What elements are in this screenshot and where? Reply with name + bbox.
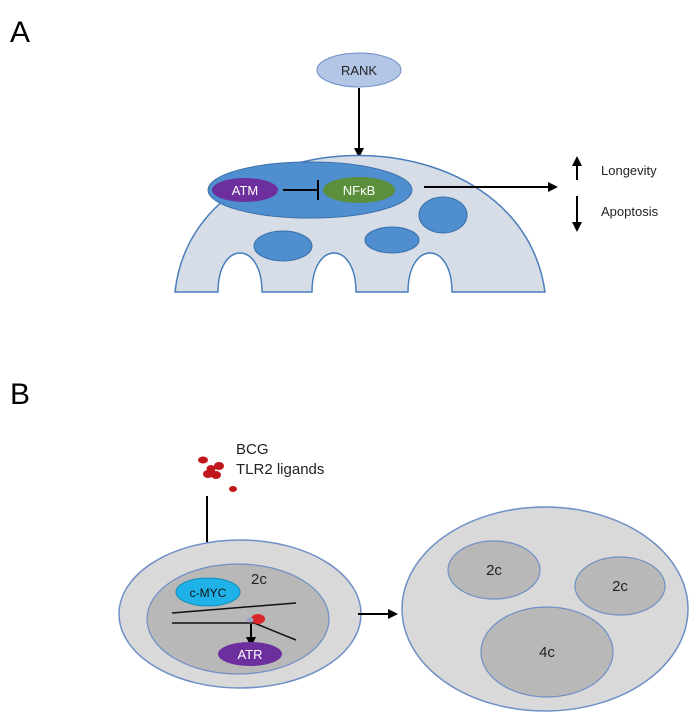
nucleus-small-middle bbox=[364, 226, 420, 254]
daughter-2c-right-label: 2c bbox=[612, 578, 628, 595]
bcg-particle bbox=[211, 471, 221, 479]
bcg-particles bbox=[198, 456, 237, 492]
replication-stress-site bbox=[251, 614, 265, 624]
atr-label: ATR bbox=[237, 647, 262, 662]
dna-fork-branch bbox=[253, 622, 297, 641]
nucleus-small-left bbox=[253, 230, 313, 262]
dna-strand-top bbox=[171, 602, 297, 614]
nucleus-2c-label: 2c bbox=[251, 571, 267, 588]
nfkb-protein bbox=[323, 177, 395, 203]
atr-protein bbox=[218, 642, 282, 666]
bcg-particle bbox=[229, 486, 237, 492]
daughter-nucleus-4c bbox=[480, 606, 614, 698]
cmyc-protein bbox=[175, 577, 241, 607]
tlr2-label: TLR2 ligands bbox=[236, 461, 324, 478]
panel-a-letter: A bbox=[10, 16, 30, 49]
nucleus-small-right bbox=[418, 196, 468, 234]
daughter-2c-left-label: 2c bbox=[486, 562, 502, 579]
daughter-nucleus-2c-right bbox=[574, 556, 666, 616]
rank-label: RANK bbox=[341, 63, 377, 78]
panel-b: B BCG TLR2 ligands 2c c-MYC ATR bbox=[10, 378, 689, 712]
daughter-4c-label: 4c bbox=[539, 644, 555, 661]
atm-label: ATM bbox=[232, 183, 258, 198]
rank-receptor bbox=[316, 52, 402, 88]
replication-stress-site-halo bbox=[246, 617, 254, 623]
cmyc-label: c-MYC bbox=[190, 586, 227, 600]
bcg-particle bbox=[203, 470, 213, 478]
bcg-label: BCG bbox=[236, 441, 269, 458]
panel-a: A RANK ATM NFκB Longevity Apoptosis bbox=[10, 16, 659, 293]
bcg-particle bbox=[214, 462, 224, 470]
apoptosis-label: Apoptosis bbox=[601, 204, 659, 219]
nfkb-label: NFκB bbox=[343, 183, 376, 198]
daughter-nucleus-2c-left bbox=[447, 540, 541, 600]
panel-b-letter: B bbox=[10, 378, 30, 411]
bcg-particle bbox=[198, 456, 208, 464]
atm-protein bbox=[212, 178, 278, 202]
longevity-label: Longevity bbox=[601, 163, 657, 178]
